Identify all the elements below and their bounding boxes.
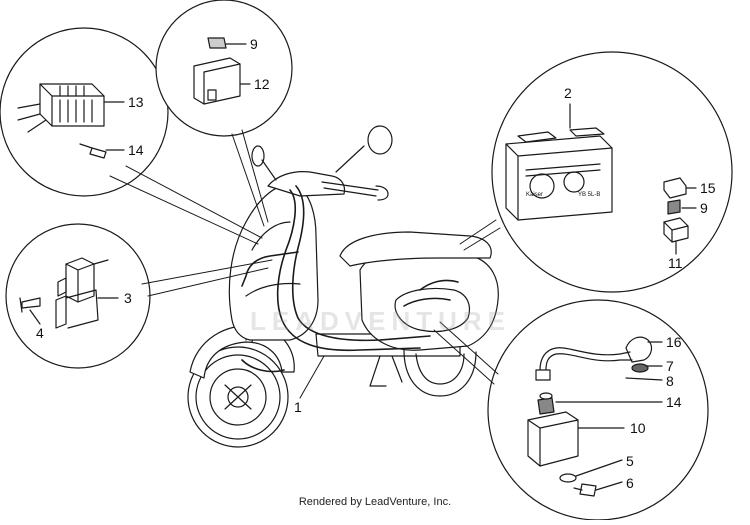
- callout-5: 5: [626, 453, 634, 469]
- callout-10: 10: [630, 420, 646, 436]
- watermark: LEADVENTURE: [250, 306, 512, 336]
- callout-2: 2: [564, 85, 572, 101]
- callout-labels: 1 2 3 4 5 6 7 8 9 9 10 11 12 13 14 14 15…: [36, 36, 716, 491]
- callout-7: 7: [666, 358, 674, 374]
- callout-1: 1: [294, 399, 302, 415]
- detail-battery: [491, 51, 733, 293]
- callout-3: 3: [124, 290, 132, 306]
- detail-module: [155, 0, 293, 137]
- callout-8: 8: [666, 373, 674, 389]
- callout-15: 15: [700, 180, 716, 196]
- callout-9-holder: 9: [700, 200, 708, 216]
- callout-14-regulator: 14: [128, 142, 144, 158]
- rear-wheel: [403, 349, 477, 397]
- detail-regulator: [0, 27, 169, 197]
- callout-9-fuse: 9: [250, 36, 258, 52]
- callout-6: 6: [626, 475, 634, 491]
- callout-13: 13: [128, 94, 144, 110]
- connector-lines: [109, 129, 501, 399]
- footer-credit: Rendered by LeadVenture, Inc.: [298, 496, 452, 508]
- callout-14-ignition: 14: [666, 394, 682, 410]
- battery-brand-label: Kaiser: [526, 192, 543, 198]
- callout-4: 4: [36, 325, 44, 341]
- battery-model-label: YB 5L-B: [578, 192, 600, 198]
- callout-12: 12: [254, 76, 270, 92]
- scooter: [187, 125, 499, 448]
- detail-ignition: [487, 299, 709, 521]
- front-wheel: [187, 346, 289, 448]
- callout-16: 16: [666, 334, 682, 350]
- detail-relay: [5, 223, 151, 369]
- callout-11: 11: [668, 255, 683, 271]
